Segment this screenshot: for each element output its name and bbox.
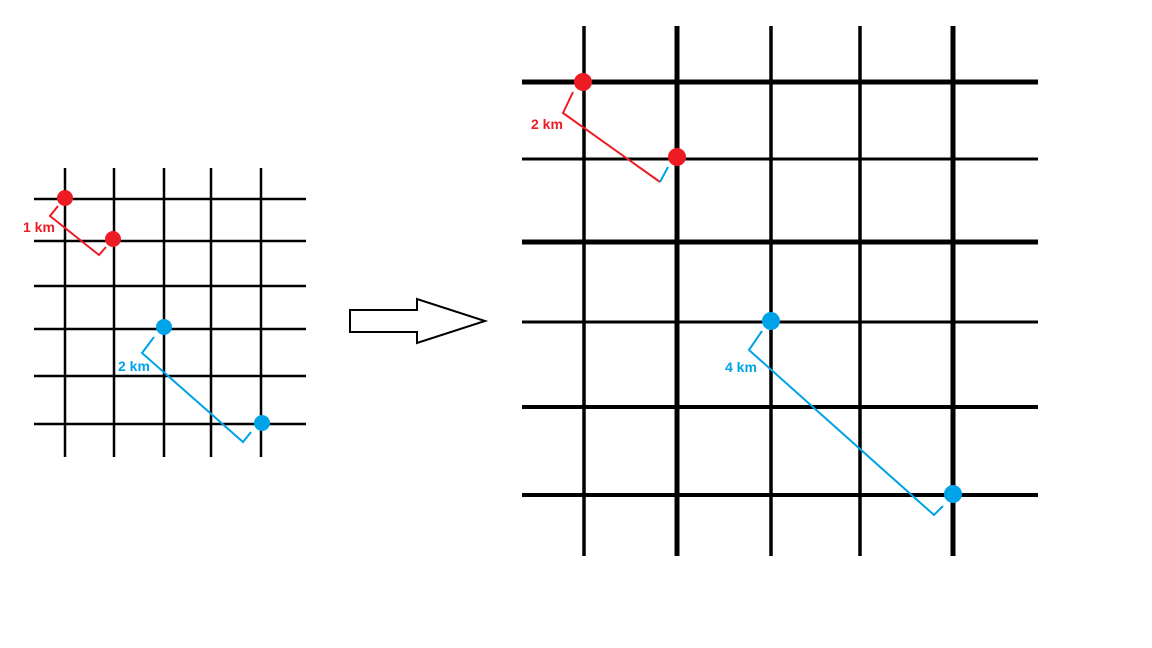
- small-grid: [34, 168, 306, 457]
- large-red-point-b: [668, 148, 686, 166]
- small-red-point-a: [57, 190, 73, 206]
- large-red-distance-bracket: [561, 91, 661, 183]
- large-blue-point-b: [944, 485, 962, 503]
- large-red-point-a: [574, 73, 592, 91]
- large-red-distance-label: 2 km: [531, 116, 563, 132]
- large-red-bracket-tick: [659, 166, 669, 183]
- small-red-distance-label: 1 km: [23, 219, 55, 235]
- small-blue-distance-bracket: [140, 336, 252, 444]
- large-blue-distance-bracket: [747, 330, 944, 517]
- large-blue-distance-label: 4 km: [725, 359, 757, 375]
- small-red-point-b: [105, 231, 121, 247]
- small-blue-distance-label: 2 km: [118, 358, 150, 374]
- right-arrow-icon: [349, 297, 489, 345]
- small-red-distance-bracket: [48, 205, 107, 257]
- large-blue-point-a: [762, 312, 780, 330]
- large-grid: [522, 26, 1038, 556]
- small-blue-point-b: [254, 415, 270, 431]
- small-blue-point-a: [156, 319, 172, 335]
